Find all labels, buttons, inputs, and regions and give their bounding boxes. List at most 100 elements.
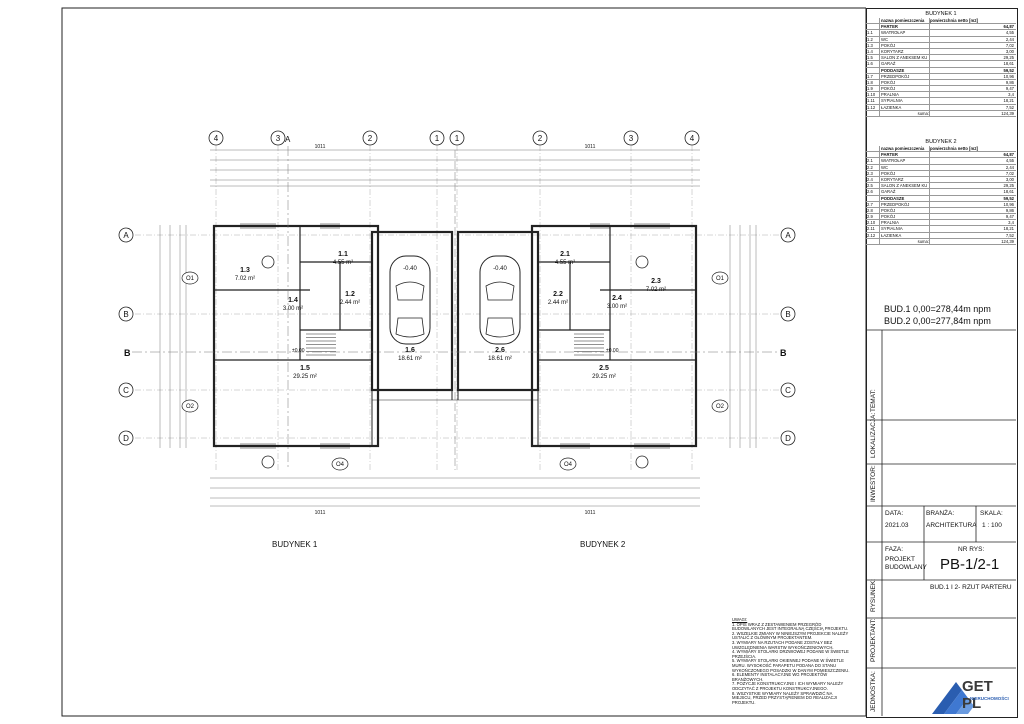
marker-circle [261, 255, 275, 269]
room-area: 4.55 m² [333, 260, 353, 266]
level-garage-1: -0.40 [403, 266, 417, 272]
axis-label-col: 1 [455, 134, 460, 143]
axis-label-col: 4 [690, 134, 695, 143]
lokalizacja-label: LOKALIZACJA: [870, 412, 877, 458]
marker-circle [635, 455, 649, 469]
axis-label-col: 3 [276, 134, 281, 143]
car-icon [395, 317, 425, 338]
axis-label-row: C [123, 386, 129, 395]
dimension-text: 1011 [315, 510, 326, 516]
car-icon [485, 281, 515, 301]
axis-label-col: 4 [214, 134, 219, 143]
data-label: DATA: [885, 510, 904, 517]
rysunek-value: BUD.1 I 2- RZUT PARTERU [930, 584, 1012, 591]
section-b-marker: B [124, 348, 131, 358]
dimension-text: 1011 [585, 510, 596, 516]
note-item: 3. WYMIARY NA RZUTACH PODANE ZOSTAŁY BEZ… [732, 639, 834, 650]
nr-rys-value: PB-1/2-1 [940, 556, 1000, 573]
axis-bubble-col [532, 130, 548, 146]
window-tag [559, 457, 577, 471]
skala-label: SKALA: [980, 510, 1003, 517]
garage-1-walls [370, 230, 454, 392]
building-2-label: BUDYNEK 2 [580, 540, 626, 549]
axis-bubble-col [270, 130, 286, 146]
section-a-marker: A [285, 135, 291, 144]
room-number: 1.3 [240, 267, 250, 274]
axis-label-row: A [785, 231, 791, 240]
axis-label-row: D [123, 434, 129, 443]
room-number: 1.5 [300, 365, 310, 372]
window-tag-label: O4 [336, 462, 345, 468]
branza-value: ARCHITEKTURA [926, 522, 977, 529]
window-tag [181, 271, 199, 285]
logo-subtext: NIERUCHOMOŚCI [970, 696, 1009, 701]
room-number: 2.2 [553, 291, 563, 298]
axis-label-col: 3 [629, 134, 634, 143]
axis-label-row: A [123, 231, 129, 240]
level-zero-2: ±0.00 [606, 348, 619, 354]
table-sum-row: suma:124,39 [866, 238, 1016, 245]
skala-value: 1 : 100 [982, 522, 1002, 529]
level-bud2: BUD.2 0,00=277,84m npm [884, 316, 991, 326]
window-tag [331, 457, 349, 471]
section-b-marker: B [780, 348, 787, 358]
axis-bubble-col [429, 130, 445, 146]
axis-bubble-row [780, 306, 796, 322]
axis-bubble-row [118, 227, 134, 243]
axis-bubble-col [208, 130, 224, 146]
projektant-label: PROJEKTANT: [870, 618, 877, 662]
level-bud1: BUD.1 0,00=278,44m npm [884, 304, 991, 314]
axis-label-row: C [785, 386, 791, 395]
axis-bubble-row [780, 227, 796, 243]
room-number: 2.1 [560, 251, 570, 258]
axis-bubble-col [623, 130, 639, 146]
inwestor-label: INWESTOR: [870, 465, 877, 502]
branza-label: BRANŻA: [926, 510, 955, 517]
area-table-building-2: BUDYNEK 2 nazwa pomieszczenia powierzchn… [866, 138, 1016, 245]
bottom-outline [371, 390, 539, 446]
faza-value: PROJEKT BUDOWLANY [885, 556, 927, 571]
garage-2-walls [456, 230, 540, 392]
axis-label-row: D [785, 434, 791, 443]
note-item: 6. ELEMENTY INSTALACYJNE WG PROJEKTÓW BR… [732, 672, 828, 682]
car-icon [485, 317, 515, 338]
axis-bubble-row [118, 306, 134, 322]
table-header: nazwa pomieszczenia powierzchnia netto [… [866, 18, 1016, 25]
title-block-grid [866, 329, 1016, 716]
window-tag [711, 271, 729, 285]
note-item: 7. POZYCJE KONSTRUKCYJNE I ICH WYMIARY N… [732, 681, 844, 691]
axis-bubble-col [449, 130, 465, 146]
company-logo: GET PL NIERUCHOMOŚCI [930, 672, 1016, 716]
note-item: 2. WSZELKIE ZMIANY W NINIEJSZYM PROJEKCI… [732, 630, 849, 641]
dimension-text: 1011 [585, 144, 596, 150]
room-number: 2.3 [651, 278, 661, 285]
room-number: 2.6 [495, 347, 505, 354]
rysunek-label: RYSUNEK: [870, 578, 877, 612]
room-number: 2.5 [599, 365, 609, 372]
level-zero-1: ±0.00 [292, 348, 305, 354]
window-tag [711, 399, 729, 413]
window-tag-label: O1 [186, 276, 195, 282]
room-area: 29.25 m² [293, 374, 317, 380]
note-item: 8. WSZYSTKIE WYMIARY NALEŻY SPRAWDZIĆ NA… [732, 690, 837, 705]
dimension-text: 1011 [315, 144, 326, 150]
building-1-label: BUDYNEK 1 [272, 540, 318, 549]
notes: UWAGI: 1. OPIS WRAZ Z ZESTAWIENIEM PRZEG… [732, 617, 852, 705]
axis-label-row: B [123, 310, 128, 319]
room-area: 7.02 m² [646, 287, 666, 293]
axis-label-col: 2 [368, 134, 373, 143]
